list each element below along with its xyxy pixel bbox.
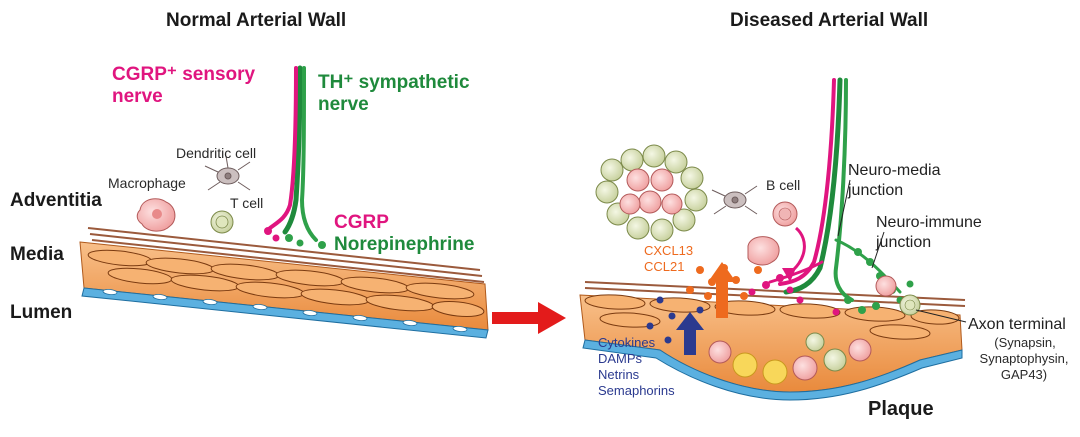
neuro-immune-label-line2: junction bbox=[876, 234, 932, 251]
semaphorins-label: Semaphorins bbox=[598, 383, 675, 398]
b-cell-label: B cell bbox=[766, 177, 801, 193]
diseased-wall bbox=[579, 77, 967, 401]
normal-wall bbox=[79, 65, 489, 339]
endothelium-diseased bbox=[582, 339, 963, 401]
dendritic-cell-label: Dendritic cell bbox=[176, 145, 257, 161]
axon-detail-line3: GAP43) bbox=[1000, 367, 1048, 382]
norepinephrine-label: Norepinephrine bbox=[334, 234, 475, 255]
th-sympathetic-nerve bbox=[282, 65, 318, 242]
pointer-lines bbox=[837, 179, 967, 323]
signal-arrow bbox=[676, 312, 704, 355]
b-cell bbox=[772, 201, 798, 227]
normal-panel-title: Normal Arterial Wall bbox=[166, 10, 347, 31]
cgrp-sensory-nerve bbox=[268, 66, 298, 230]
plaque-label: Plaque bbox=[868, 398, 934, 420]
cytokines-label: Cytokines bbox=[598, 335, 656, 350]
cgrp-vesicles bbox=[264, 227, 280, 242]
cxcl13-label: CXCL13 bbox=[644, 243, 694, 258]
adventitia-fibers bbox=[87, 227, 485, 283]
macrophage-label: Macrophage bbox=[108, 175, 186, 191]
cgrp-vesicles-diseased bbox=[748, 274, 840, 316]
th-nerve-label-line2: nerve bbox=[318, 94, 369, 115]
axon-detail-line1: (Synapsin, bbox=[994, 335, 1056, 350]
cgrp-nerve-label-line2: nerve bbox=[112, 86, 163, 107]
netrins-label: Netrins bbox=[598, 367, 640, 382]
smooth-muscle-cells bbox=[87, 249, 485, 317]
diseased-panel-title: Diseased Arterial Wall bbox=[730, 10, 929, 31]
media-label: Media bbox=[10, 244, 64, 265]
th-nerve-label-line1: TH⁺ sympathetic bbox=[318, 72, 470, 93]
macrophage-diseased bbox=[747, 236, 780, 266]
cgrp-label: CGRP bbox=[334, 212, 389, 233]
t-cell-junction bbox=[899, 294, 921, 316]
transition-arrow bbox=[492, 302, 566, 334]
norepinephrine-vesicles-diseased bbox=[844, 248, 914, 314]
cgrp-nerve-label-line1: CGRP⁺ sensory bbox=[112, 64, 256, 85]
plaque-cells bbox=[708, 332, 872, 385]
dendritic-cell-diseased bbox=[711, 185, 758, 215]
immune-cell-cluster bbox=[595, 144, 708, 242]
adventitia-label: Adventitia bbox=[10, 190, 102, 211]
macrophage-cell bbox=[136, 198, 176, 232]
neuro-immune-label-line1: Neuro-immune bbox=[876, 214, 982, 231]
dendritic-cell bbox=[204, 155, 251, 191]
damps-label: DAMPs bbox=[598, 351, 643, 366]
norepinephrine-vesicles bbox=[285, 234, 326, 249]
ccl21-label: CCL21 bbox=[644, 259, 685, 274]
neuro-media-label-line2: junction bbox=[848, 182, 904, 199]
neuro-media-label-line1: Neuro-media bbox=[848, 162, 941, 179]
t-cell bbox=[210, 210, 234, 234]
axon-detail-line2: Synaptophysin, bbox=[979, 351, 1069, 366]
pink-cell-junction bbox=[875, 275, 897, 297]
axon-terminal-label: Axon terminal bbox=[968, 316, 1066, 333]
lumen-label: Lumen bbox=[10, 302, 73, 323]
t-cell-label: T cell bbox=[230, 195, 264, 211]
chemokine-arrow bbox=[708, 262, 736, 318]
